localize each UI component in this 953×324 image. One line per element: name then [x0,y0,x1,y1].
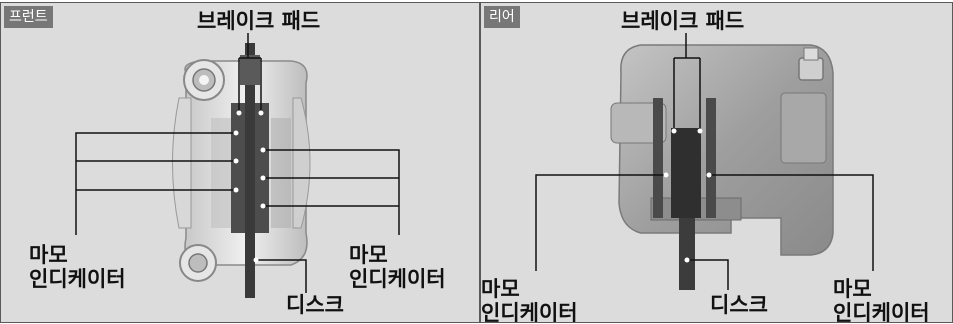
front-wear-indicator-right-label: 마모 인디케이터 [349,243,446,291]
top-divider [0,0,953,2]
front-caliper-illustration [75,33,400,298]
rear-caliper-illustration [535,33,874,290]
front-disc-label: 디스크 [286,293,344,317]
front-caliper-panel: 프런트 브레이크 패드 마모 인디케이터 마모 인디케이터 디스크 [0,2,480,323]
rear-brake-pads-label: 브레이크 패드 [621,9,745,33]
rear-wear-indicator-right-label: 마모 인디케이터 [833,277,930,323]
front-tag: 프런트 [4,6,53,28]
rear-disc-label: 디스크 [710,293,768,317]
front-brake-pads-label: 브레이크 패드 [197,9,321,33]
rear-tag: 리어 [484,6,520,28]
rear-caliper-panel: 리어 브레이크 패드 마모 인디케이터 마모 인디케이터 디스크 [480,2,953,323]
rear-wear-indicator-left-label: 마모 인디케이터 [481,277,578,323]
front-wear-indicator-left-label: 마모 인디케이터 [29,243,126,291]
